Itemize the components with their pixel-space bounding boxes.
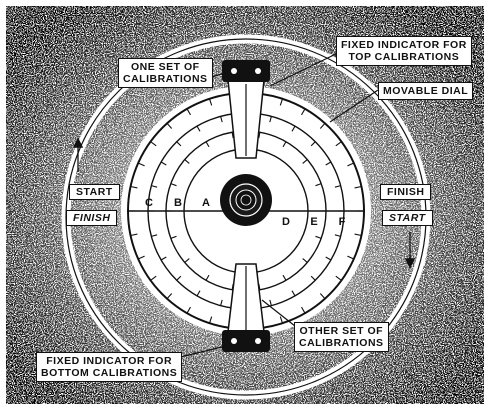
dial-tick [170,183,177,187]
one-set-of-calibrations-label: ONE SET OF CALIBRATIONS [118,58,213,88]
other-set-of-calibrations-label: OTHER SET OF CALIBRATIONS [294,322,389,352]
dial-tick [151,234,158,237]
dial-tick [302,258,308,263]
dial-tick [150,141,157,147]
center-knob [220,174,272,226]
dial-tick [166,293,173,300]
dial-tick [279,98,284,106]
other-set-line-2: CALIBRATIONS [299,337,384,349]
dial-tick [184,258,190,263]
dial-tick [186,108,191,116]
dial-tick [205,274,210,281]
fixed-top-line-1: FIXED INDICATOR FOR [341,39,467,51]
dial-tick [335,275,342,281]
dial-tick [347,255,355,260]
dial-tick [220,116,223,123]
dial-tick [186,306,191,314]
dial-tick [151,185,158,188]
dial-tick [137,162,145,167]
scale-letter-d: D [282,216,290,228]
dial-tick [302,159,308,164]
fixed-bottom-line-2: BOTTOM CALIBRATIONS [41,367,178,379]
fixed-bottom-line-1: FIXED INDICATOR FOR [46,355,173,367]
dial-tick [310,275,316,281]
dial-tick [166,122,173,129]
dial-tick [130,233,138,237]
dial-tick [335,141,342,147]
dial-tick [319,122,326,129]
dial-tick [160,161,167,166]
dial-tick [176,275,182,281]
dial-tick [334,185,341,188]
dial-tick [208,98,213,106]
dial-tick [258,132,261,139]
start-left-label: START [69,184,120,200]
dial-tick [220,299,223,306]
dial-tick-marks [128,98,364,324]
dial-tick [354,185,362,189]
start-left-text: START [76,186,113,198]
finish-right-label: FINISH [380,184,432,200]
dial-tick [160,256,167,261]
dial-tick [208,316,213,324]
dial-tick [325,161,332,166]
dial-tick [282,141,287,148]
dial-tick [170,235,177,239]
other-set-line-1: OTHER SET OF [299,325,384,337]
dial-tick [301,306,306,314]
dial-tick [347,162,355,167]
start-finish-arrows [72,137,416,269]
dial-tick [137,255,145,260]
movable-dial-label: MOVABLE DIAL [378,82,474,100]
dial-tick [282,274,287,281]
dial-tick [231,132,234,139]
fixed-top-line-2: TOP CALIBRATIONS [348,51,460,63]
dial-tick [150,275,157,281]
dial-tick [291,125,296,132]
scale-letter-b: B [174,197,182,209]
dial-tick [301,108,306,116]
dial-tick [334,234,341,237]
finish-left-label: FINISH [66,210,118,226]
dial-tick [310,141,316,147]
start-right-label: START [382,210,433,226]
finish-right-text: FINISH [387,186,425,198]
dial-tick [319,293,326,300]
scale-letter-e: E [310,216,317,228]
dial-tick [315,183,322,187]
dial-tick [269,299,272,306]
dial-tick [176,141,182,147]
fixed-indicator-top-label: FIXED INDICATOR FOR TOP CALIBRATIONS [336,36,472,66]
finish-left-text: FINISH [73,212,111,224]
dial-tick [196,290,201,297]
top-fixed-indicator [222,60,270,159]
dial-tick [291,290,296,297]
scale-letter-c: C [145,197,153,209]
dial-tick [269,116,272,123]
one-set-line-1: ONE SET OF [130,61,200,73]
dial-tick [325,256,332,261]
fixed-indicator-bottom-label: FIXED INDICATOR FOR BOTTOM CALIBRATIONS [36,352,183,382]
dial-tick [196,125,201,132]
dial-tick [130,185,138,189]
start-right-text: START [389,212,426,224]
scale-letter-f: F [339,216,346,228]
scale-letter-a: A [202,197,210,209]
dial-tick [315,235,322,239]
dial-tick [354,233,362,237]
dial-tick [279,316,284,324]
bottom-fixed-indicator [222,263,270,352]
one-set-line-2: CALIBRATIONS [123,73,208,85]
movable-dial-text: MOVABLE DIAL [383,85,469,97]
dial-tick [184,159,190,164]
dial-tick [205,141,210,148]
